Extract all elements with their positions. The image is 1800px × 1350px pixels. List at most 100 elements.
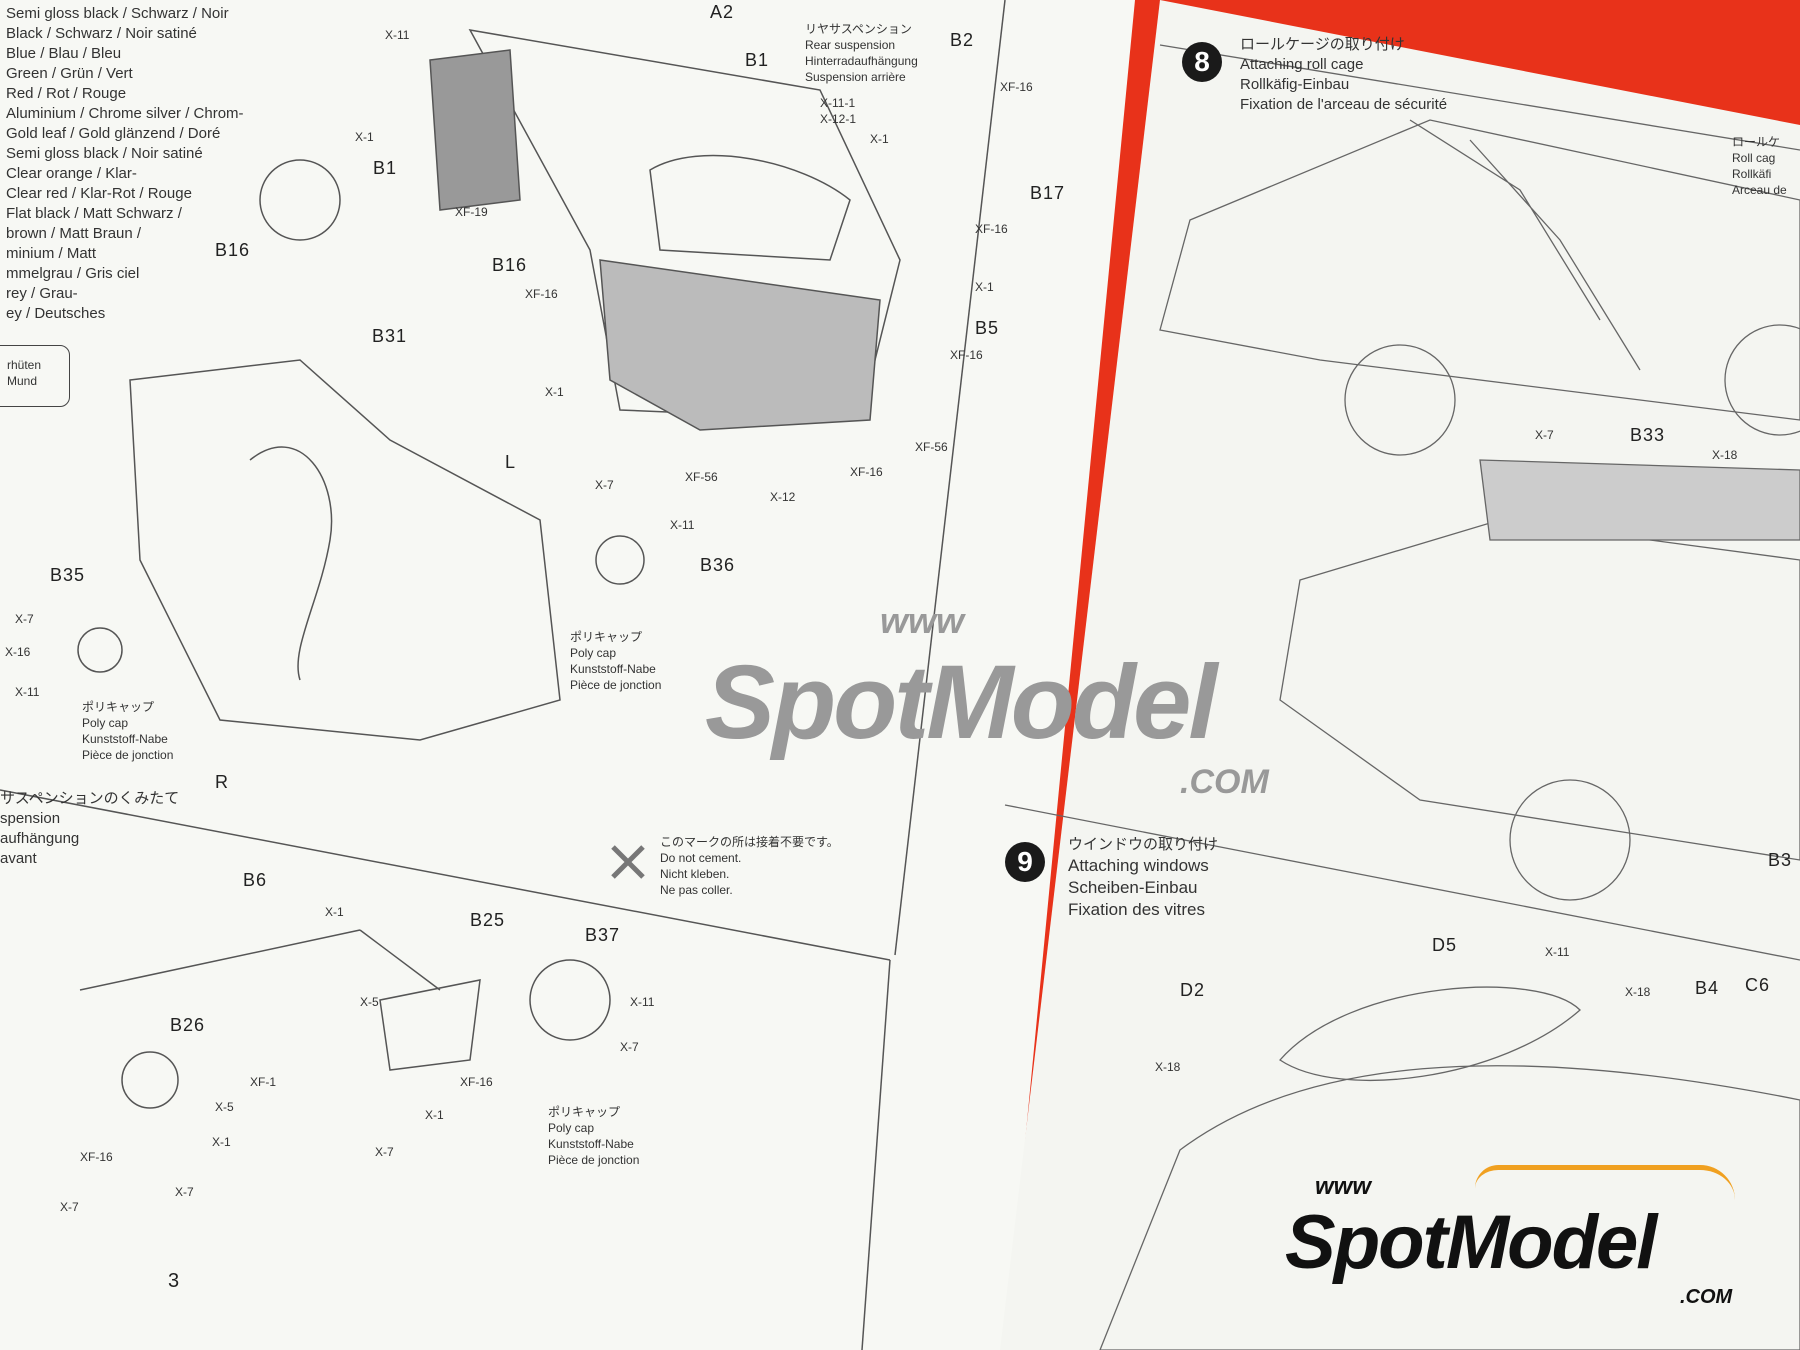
note-line: Ne pas coller. (660, 883, 733, 897)
screw-label: X-1 (425, 1108, 444, 1122)
screw-label: XF-16 (460, 1075, 493, 1089)
step-8-badge: 8 (1182, 42, 1222, 82)
screw-label: X-5 (215, 1100, 234, 1114)
part-label: B25 (470, 910, 506, 930)
screw-label: X-11 (385, 28, 410, 42)
part-label: B4 (1695, 978, 1720, 998)
part-label: B31 (372, 326, 408, 346)
note-line: Roll cag (1732, 151, 1776, 165)
screw-label: X-11 (1545, 945, 1570, 959)
title-line: Attaching windows (1068, 856, 1209, 875)
title-line: Fixation de l'arceau de sécurité (1240, 96, 1448, 113)
screw-label: X-5 (360, 995, 379, 1009)
part-label: D5 (1432, 935, 1458, 955)
part-label: A2 (710, 2, 735, 22)
paint-item: Blue / Blau / Bleu (6, 45, 122, 62)
screw-label: X-11 (630, 995, 655, 1009)
note-line: このマークの所は接着不要です。 (660, 835, 839, 849)
note-line: Arceau de (1732, 183, 1787, 197)
no-cement-icon (611, 845, 645, 879)
paint-color-list: Semi gloss black / Schwarz / Noir Black … (6, 4, 244, 324)
note-line: Kunststoff-Nabe (548, 1137, 634, 1151)
screw-label: X-7 (60, 1200, 79, 1214)
warning-text: rhüten (7, 358, 42, 372)
paint-item: rey / Grau- (6, 285, 78, 302)
watermark-prefix: www (880, 600, 965, 641)
screw-label: X-7 (595, 478, 614, 492)
note-line: Pièce de jonction (82, 748, 174, 762)
screw-label: XF-16 (1000, 80, 1033, 94)
title-line: リヤサスペンション (805, 22, 912, 36)
note-line: ポリキャップ (570, 630, 643, 644)
part-label: L (505, 452, 517, 472)
paint-item: mmelgrau / Gris ciel (6, 265, 140, 282)
screw-label: X-7 (175, 1185, 194, 1199)
screw-label: XF-16 (525, 287, 558, 301)
note-line: Do not cement. (660, 851, 742, 865)
note-line: ロールケ (1732, 135, 1781, 149)
screw-label: X-18 (1155, 1060, 1181, 1074)
part-label: B17 (1030, 183, 1066, 203)
part-label: B36 (700, 555, 736, 575)
paint-item: Semi gloss black / Noir satiné (6, 145, 203, 162)
screw-label: X-11-1 (820, 96, 856, 110)
part-label: B3 (1768, 850, 1793, 870)
warning-text: Mund (7, 374, 38, 388)
part-label: B1 (373, 158, 398, 178)
screw-label: X-18 (1712, 448, 1738, 462)
watermark-suffix: .COM (1180, 763, 1269, 801)
part-label: B35 (50, 565, 86, 585)
page-number: 3 (168, 1270, 180, 1292)
screw-label: X-1 (212, 1135, 231, 1149)
title-line: Fixation des vitres (1068, 900, 1205, 919)
title-line: Suspension arrière (805, 70, 906, 84)
screw-label: XF-19 (455, 205, 488, 219)
watermark-brand: SpotModel (705, 644, 1218, 761)
note-line: Rollkäfi (1732, 167, 1772, 181)
paint-item: Green / Grün / Vert (6, 65, 133, 82)
note-line: Nicht kleben. (660, 867, 730, 881)
note-line: ポリキャップ (82, 700, 155, 714)
screw-label: X-12-1 (820, 112, 857, 126)
screw-label: X-12 (770, 490, 796, 504)
part-label: B16 (492, 255, 528, 275)
note-line: Pièce de jonction (548, 1153, 640, 1167)
note-line: Kunststoff-Nabe (570, 662, 656, 676)
title-line: spension (0, 810, 61, 827)
paint-item: Clear red / Klar-Rot / Rouge (6, 185, 192, 202)
note-line: Pièce de jonction (570, 678, 662, 692)
screw-label: X-11 (15, 685, 40, 699)
title-line: ロールケージの取り付け (1240, 36, 1405, 53)
part-label: B26 (170, 1015, 206, 1035)
screw-label: XF-1 (250, 1075, 277, 1089)
note-line: Kunststoff-Nabe (82, 732, 168, 746)
screw-label: X-1 (355, 130, 374, 144)
logo-suffix: .COM (1680, 1286, 1733, 1308)
screw-label: X-7 (15, 612, 34, 626)
note-line: Poly cap (548, 1121, 595, 1135)
paint-item: Gold leaf / Gold glänzend / Doré (6, 125, 221, 142)
screw-label: X-7 (620, 1040, 639, 1054)
note-line: Poly cap (82, 716, 129, 730)
screw-label: X-7 (1535, 428, 1554, 442)
part-label: B2 (950, 30, 975, 50)
screw-label: X-1 (975, 280, 994, 294)
part-label: B5 (975, 318, 1000, 338)
screw-label: XF-16 (80, 1150, 113, 1164)
paint-item: Red / Rot / Rouge (6, 85, 127, 102)
part-label: B33 (1630, 425, 1666, 445)
title-line: Rear suspension (805, 38, 896, 52)
screw-label: XF-56 (685, 470, 718, 484)
title-line: Attaching roll cage (1240, 56, 1364, 73)
part-label: B6 (243, 870, 268, 890)
paint-item: Clear orange / Klar- (6, 165, 137, 182)
screw-label: X-1 (545, 385, 564, 399)
title-line: Rollkäfig-Einbau (1240, 76, 1350, 93)
warning-box: rhüten Mund (0, 345, 70, 407)
screw-label: X-1 (870, 132, 889, 146)
title-line: サスペンションのくみたて (0, 790, 180, 807)
screw-label: X-11 (670, 518, 695, 532)
screw-label: XF-16 (950, 348, 983, 362)
